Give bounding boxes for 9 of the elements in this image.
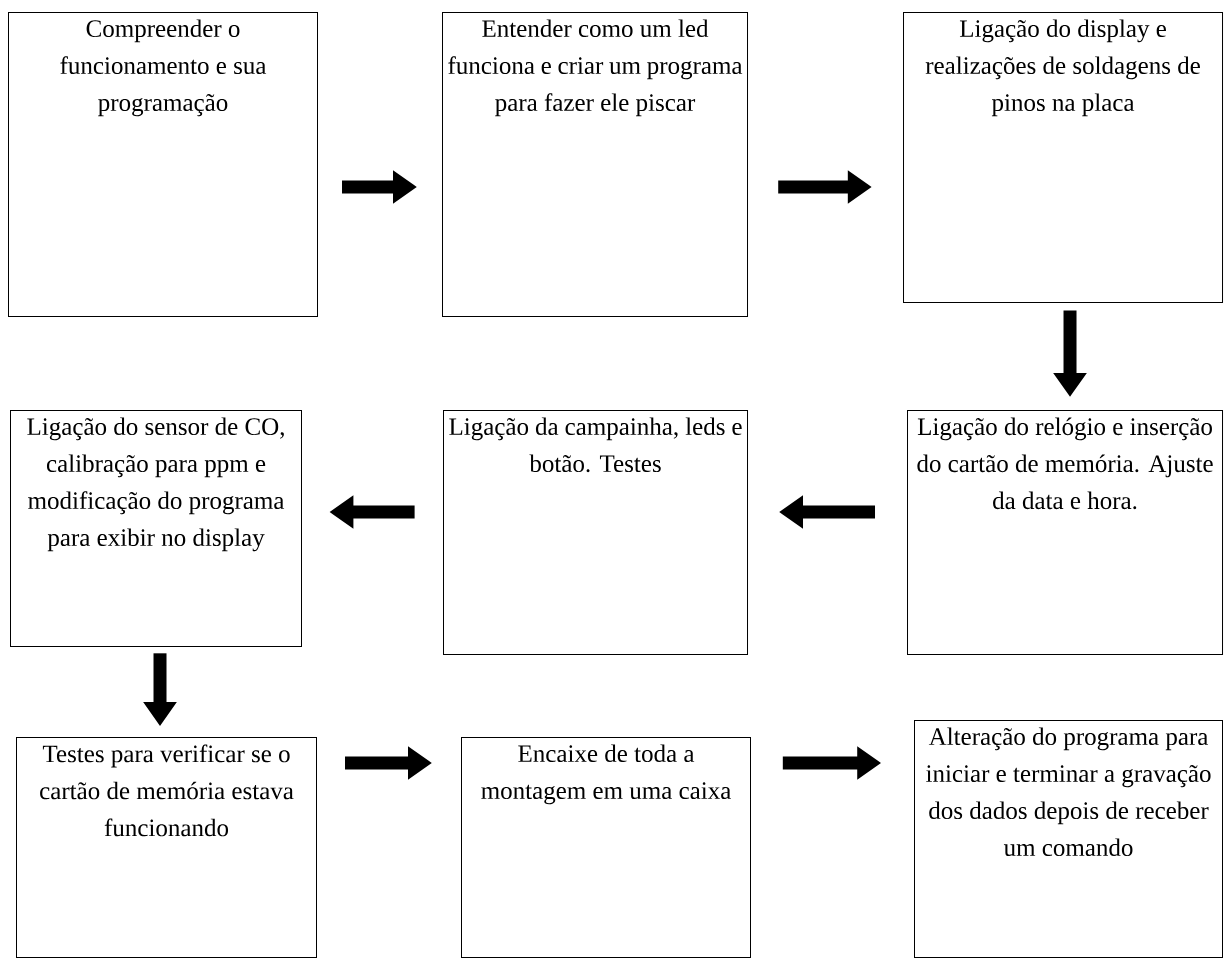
process-box: Entender como um led funciona e criar um programa para fazer ele piscar xyxy=(442,12,748,317)
process-box: Compreender o funcionamento e sua programação xyxy=(8,12,318,317)
process-box: Encaixe de toda a montagem em uma caixa xyxy=(461,737,751,958)
process-box: Ligação do display e realizações de soldagens de pinos na placa xyxy=(903,12,1223,303)
process-box: Testes para verificar se o cartão de memória estava funcionando xyxy=(16,737,317,958)
process-box: Ligação da campainha, leds e botão. Testes xyxy=(443,410,748,655)
process-box: Ligação do relógio e inserção do cartão de memória. Ajuste da data e hora. xyxy=(907,410,1223,655)
process-box: Alteração do programa para iniciar e terminar a gravação dos dados depois de receber um comando xyxy=(914,720,1223,958)
process-box: Ligação do sensor de CO, calibração para ppm e modificação do programa para exibir no display xyxy=(10,410,302,647)
